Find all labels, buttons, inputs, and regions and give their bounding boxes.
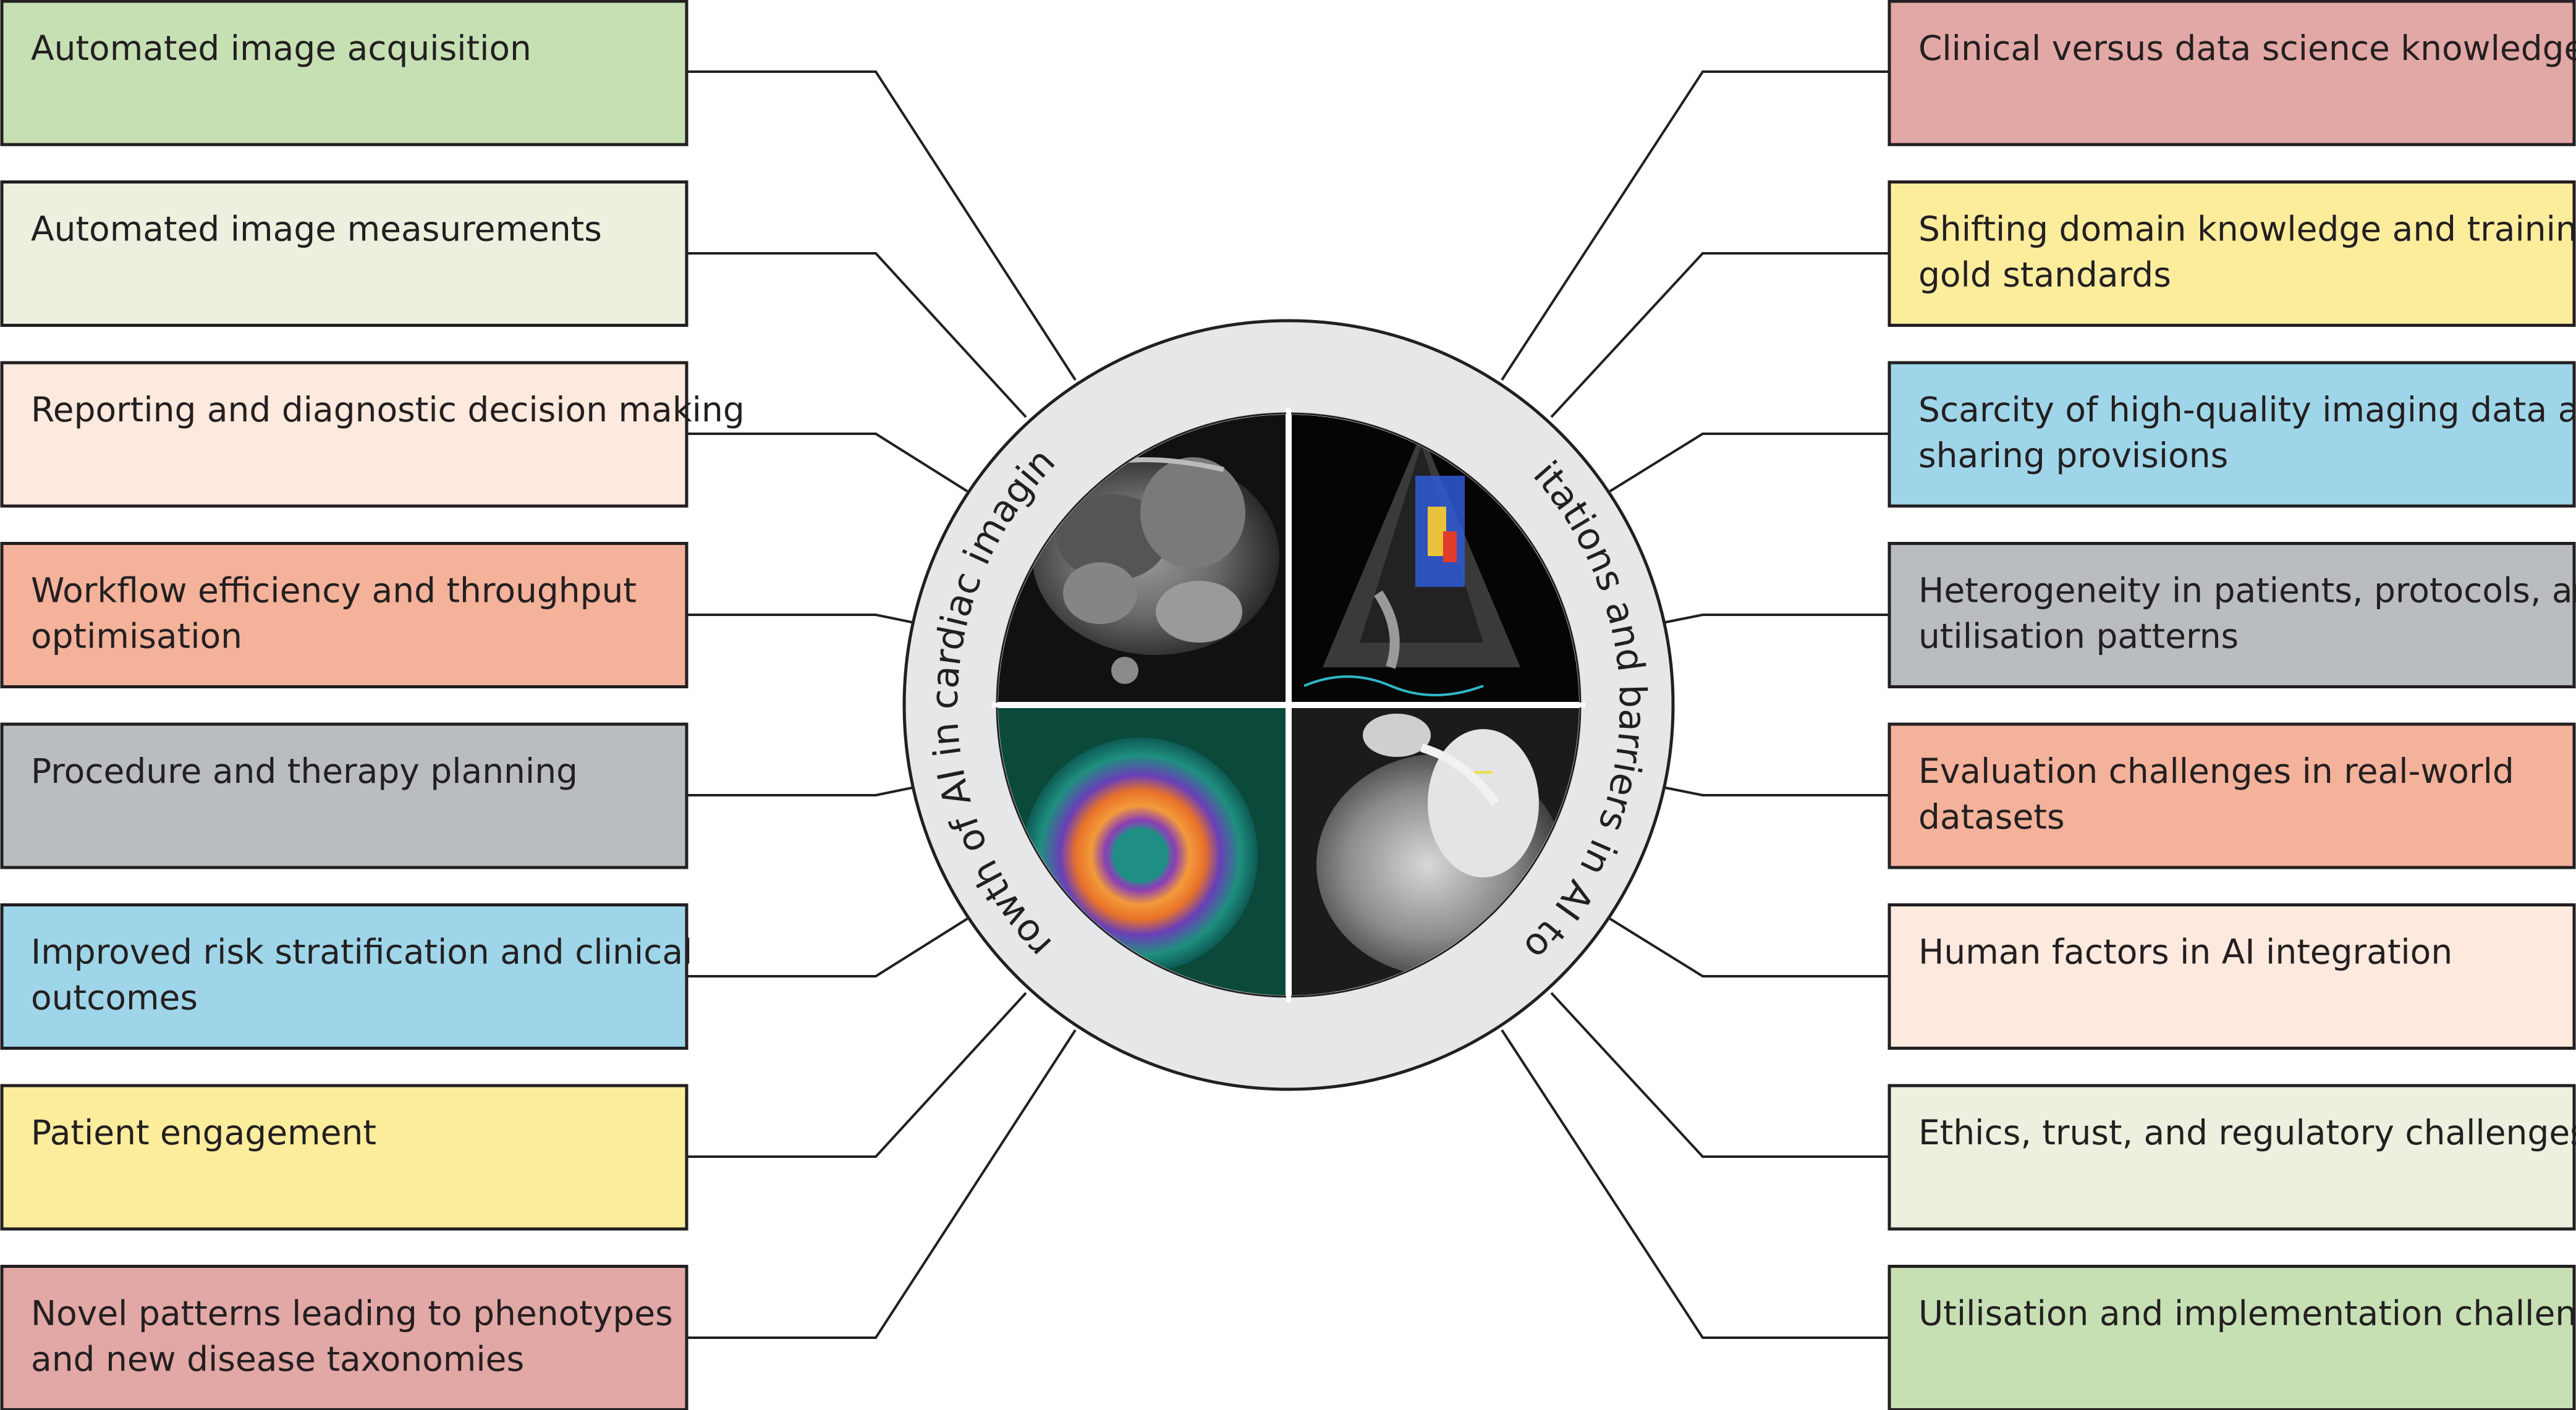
doppler-echocardiography-image <box>1292 415 1579 702</box>
right-item-label: datasets <box>1918 797 2065 837</box>
left-item-label: Reporting and diagnostic decision making <box>31 390 745 429</box>
left-item-box <box>0 1265 688 1410</box>
connector-right-2 <box>1550 252 1889 418</box>
right-item-label: Human factors in AI integration <box>1918 932 2452 972</box>
left-item-label: Improved risk stratification and clinica… <box>31 932 692 972</box>
right-item-label: Shifting domain knowledge and training <box>1918 209 2576 249</box>
right-item-box <box>1888 1265 2576 1410</box>
left-item-box <box>0 722 688 869</box>
right-item-box <box>1888 361 2576 508</box>
right-item-label: utilisation patterns <box>1918 617 2239 656</box>
right-boxes: Clinical versus data science knowledge g… <box>1888 0 2576 1410</box>
left-item-box <box>0 1084 688 1231</box>
left-connectors <box>687 70 1077 1339</box>
connector-right-3 <box>1609 433 1889 492</box>
connector-left-1 <box>687 70 1077 381</box>
left-item-box <box>0 903 688 1050</box>
connector-right-7 <box>1550 992 1889 1158</box>
left-item-label: Automated image measurements <box>31 209 602 249</box>
connector-right-1 <box>1501 70 1889 381</box>
right-item-box <box>1888 1084 2576 1231</box>
left-item-label: Workflow efficiency and throughput <box>31 571 637 610</box>
left-item-label: Novel patterns leading to phenotypes <box>31 1294 673 1333</box>
connector-left-5 <box>687 785 922 796</box>
connector-left-4 <box>687 614 922 625</box>
left-item-label: optimisation <box>31 617 242 656</box>
connector-left-8 <box>687 1029 1077 1339</box>
connector-right-8 <box>1501 1029 1889 1339</box>
connector-right-6 <box>1609 918 1889 977</box>
left-item-7: Patient engagement <box>0 1084 688 1231</box>
cardiac-mri-image <box>998 415 1286 702</box>
right-item-2: Shifting domain knowledge and training go… <box>1888 180 2576 327</box>
connector-left-2 <box>687 252 1027 418</box>
right-item-4: Heterogeneity in patients, protocols, an… <box>1888 542 2576 688</box>
right-item-label: Utilisation and implementation challenge… <box>1918 1294 2576 1333</box>
right-item-box <box>1888 180 2576 327</box>
right-item-7: Ethics, trust, and regulatory challenges <box>1888 1084 2576 1231</box>
right-item-label: sharing provisions <box>1918 436 2228 475</box>
right-item-label: Ethics, trust, and regulatory challenges <box>1918 1113 2576 1152</box>
connector-right-5 <box>1656 785 1889 796</box>
left-item-label: Procedure and therapy planning <box>31 751 578 791</box>
right-item-box <box>1888 722 2576 869</box>
left-item-3: Reporting and diagnostic decision making <box>0 361 745 508</box>
left-item-label: Patient engagement <box>31 1113 376 1152</box>
left-item-6: Improved risk stratification and clinica… <box>0 903 692 1050</box>
right-item-1: Clinical versus data science knowledge g… <box>1888 0 2576 146</box>
right-item-box <box>1888 903 2576 1050</box>
left-item-box <box>0 0 688 146</box>
left-item-label: and new disease taxonomies <box>31 1340 524 1379</box>
left-item-label: outcomes <box>31 978 198 1018</box>
right-item-5: Evaluation challenges in real-world datas… <box>1888 722 2576 869</box>
left-item-4: Workflow efficiency and throughput optimi… <box>0 542 688 688</box>
right-item-box <box>1888 542 2576 688</box>
image-quadrants <box>998 415 1579 995</box>
right-item-label: Evaluation challenges in real-world <box>1918 751 2514 791</box>
right-item-box <box>1888 0 2576 146</box>
right-item-6: Human factors in AI integration <box>1888 903 2576 1050</box>
left-item-1: Automated image acquisition <box>0 0 688 146</box>
connector-left-6 <box>687 918 968 977</box>
right-item-label: Heterogeneity in patients, protocols, an… <box>1918 571 2576 610</box>
right-item-8: Utilisation and implementation challenge… <box>1888 1265 2576 1410</box>
connector-left-3 <box>687 433 968 492</box>
right-connectors <box>1501 70 1889 1339</box>
left-item-2: Automated image measurements <box>0 180 688 327</box>
left-item-box <box>0 361 688 508</box>
left-item-8: Novel patterns leading to phenotypes and … <box>0 1265 688 1410</box>
right-item-label: Clinical versus data science knowledge g… <box>1918 28 2576 68</box>
connector-right-4 <box>1656 614 1889 625</box>
left-item-label: Automated image acquisition <box>31 28 532 68</box>
right-item-label: gold standards <box>1918 255 2171 295</box>
connector-left-7 <box>687 992 1027 1158</box>
left-item-5: Procedure and therapy planning <box>0 722 688 869</box>
right-item-3: Scarcity of high-quality imaging data an… <box>1888 361 2576 508</box>
left-item-box <box>0 542 688 688</box>
right-item-label: Scarcity of high-quality imaging data an… <box>1918 390 2576 429</box>
left-item-box <box>0 180 688 327</box>
